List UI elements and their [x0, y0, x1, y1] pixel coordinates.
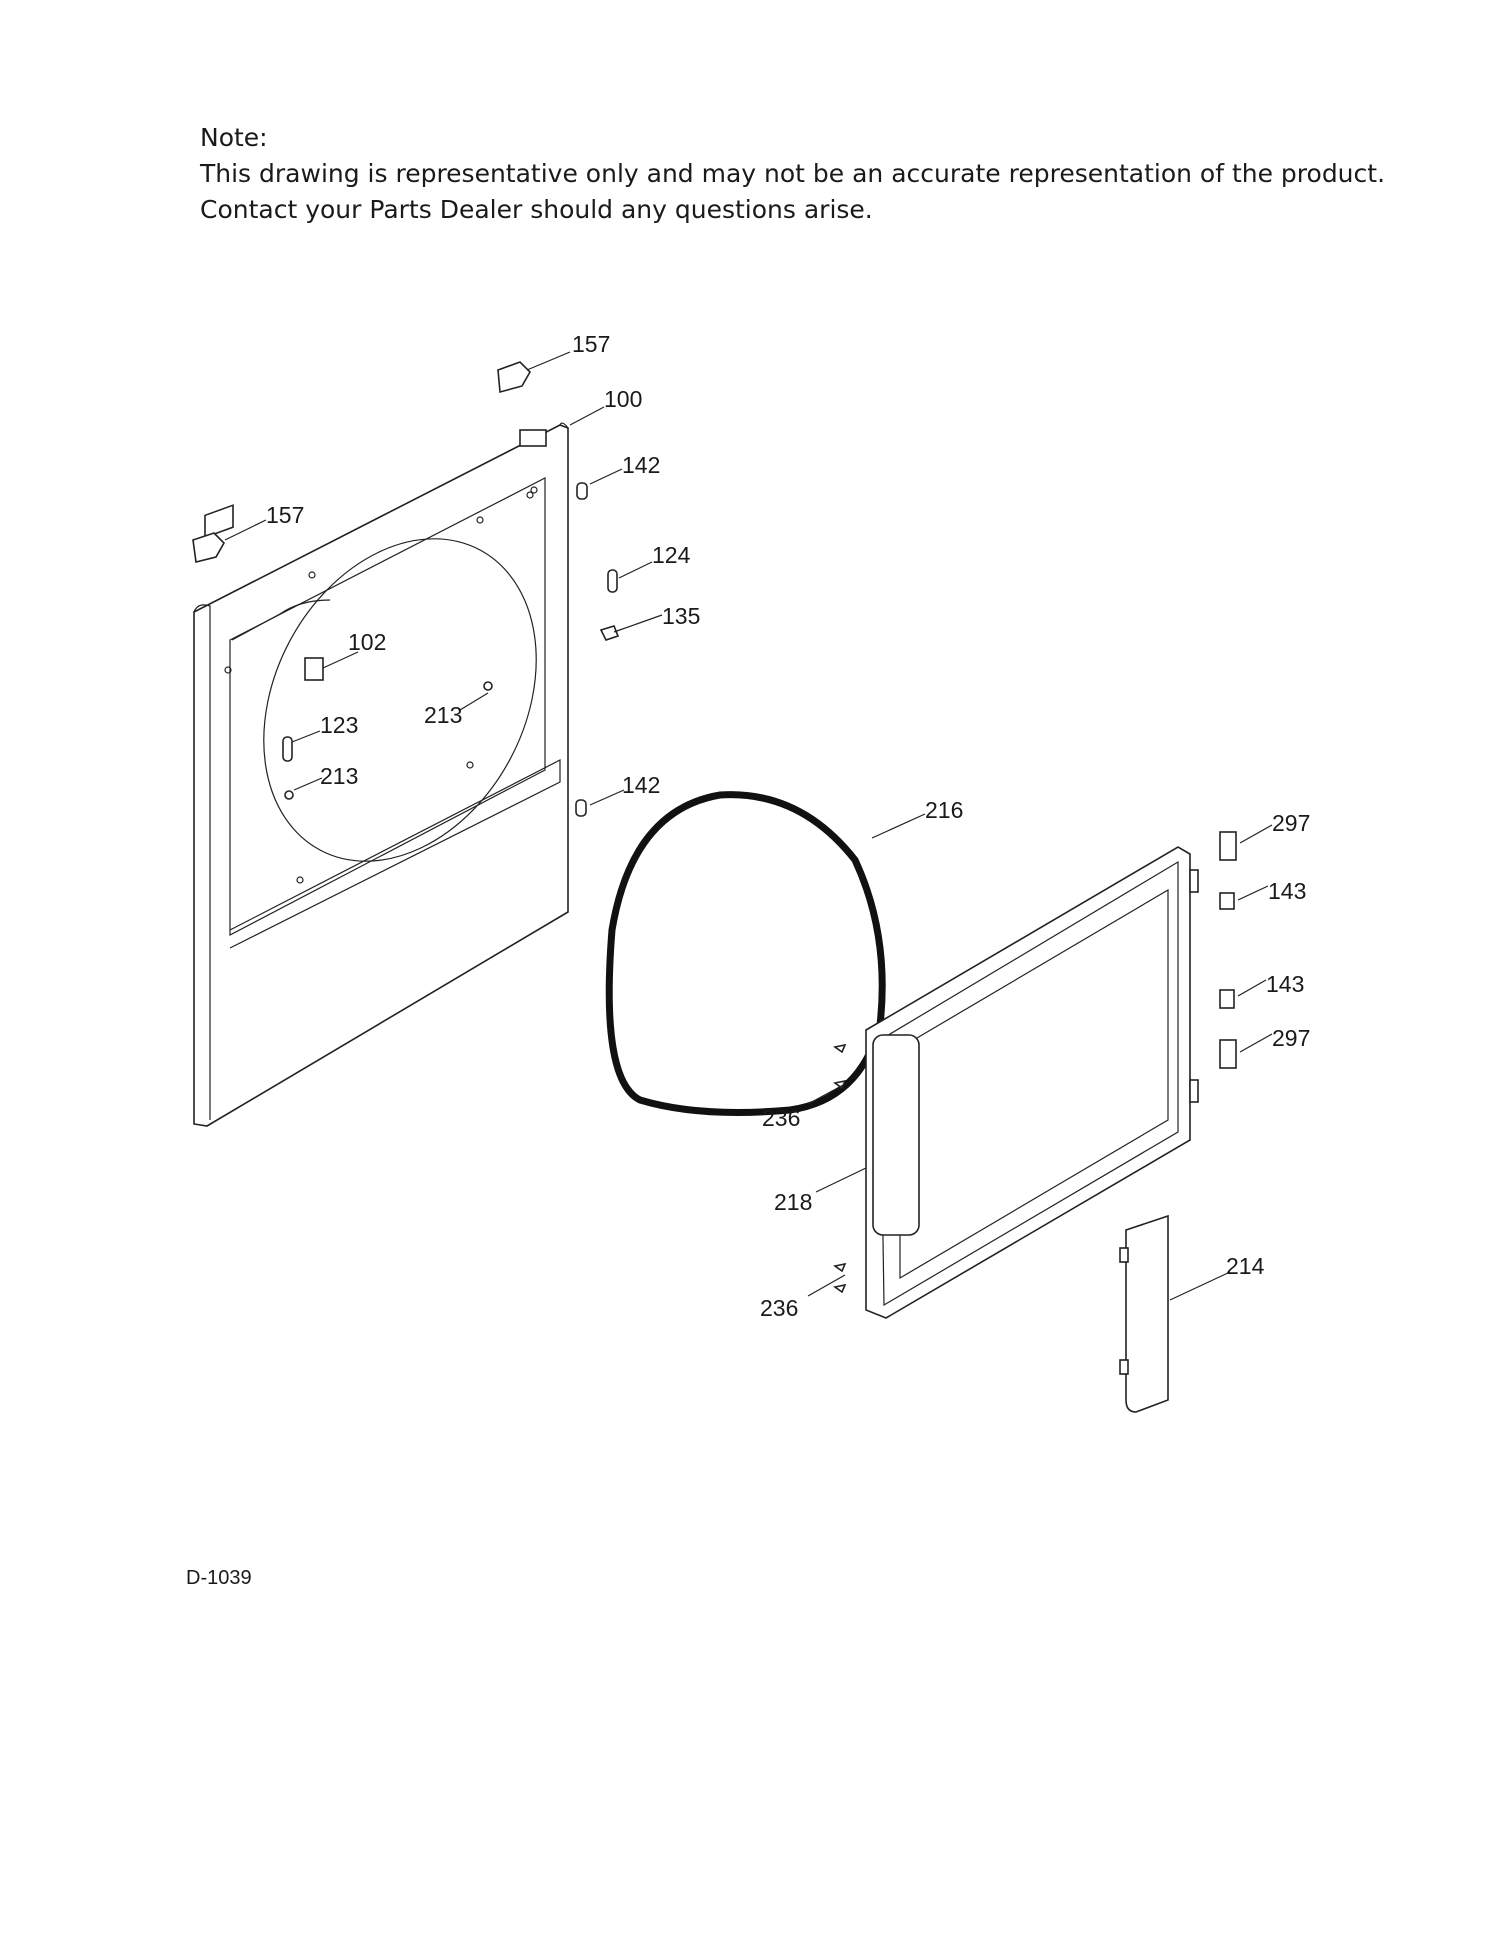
callout-labels: 157 100 142 157 124 135 102 213 123 213 … [266, 331, 1310, 1321]
note-line-2: Contact your Parts Dealer should any que… [200, 195, 873, 224]
note-block: Note: This drawing is representative onl… [200, 120, 1400, 228]
drawing-code: D-1039 [186, 1567, 252, 1589]
callout-123: 123 [320, 712, 358, 738]
note-line-1: This drawing is representative only and … [200, 159, 1386, 188]
callout-214: 214 [1226, 1253, 1265, 1279]
callout-124: 124 [652, 542, 691, 568]
front-panel-part [193, 422, 569, 1127]
door-hardware [833, 831, 1237, 1294]
callout-236b: 236 [760, 1295, 798, 1321]
callout-213a: 213 [424, 702, 462, 728]
callout-143a: 143 [1268, 878, 1306, 904]
callout-135: 135 [662, 603, 700, 629]
note-heading: Note: [200, 123, 268, 152]
callout-143b: 143 [1266, 971, 1304, 997]
callout-142b: 142 [622, 772, 660, 798]
callout-100: 100 [604, 386, 642, 412]
callout-236a: 236 [762, 1105, 800, 1131]
callout-157b: 157 [266, 502, 304, 528]
door-handle-part [1119, 1214, 1169, 1413]
callout-297b: 297 [1272, 1025, 1310, 1051]
small-parts [282, 482, 620, 817]
callout-216: 216 [925, 797, 963, 823]
callout-142a: 142 [622, 452, 660, 478]
door-gasket-part [605, 791, 886, 1116]
callout-297a: 297 [1272, 810, 1310, 836]
door-part [865, 846, 1199, 1319]
callout-218: 218 [774, 1189, 812, 1215]
leader-lines [224, 351, 1273, 1301]
callout-157a: 157 [572, 331, 610, 357]
callout-213b: 213 [320, 763, 358, 789]
callout-102: 102 [348, 629, 386, 655]
hinge-bracket-part [192, 361, 531, 563]
